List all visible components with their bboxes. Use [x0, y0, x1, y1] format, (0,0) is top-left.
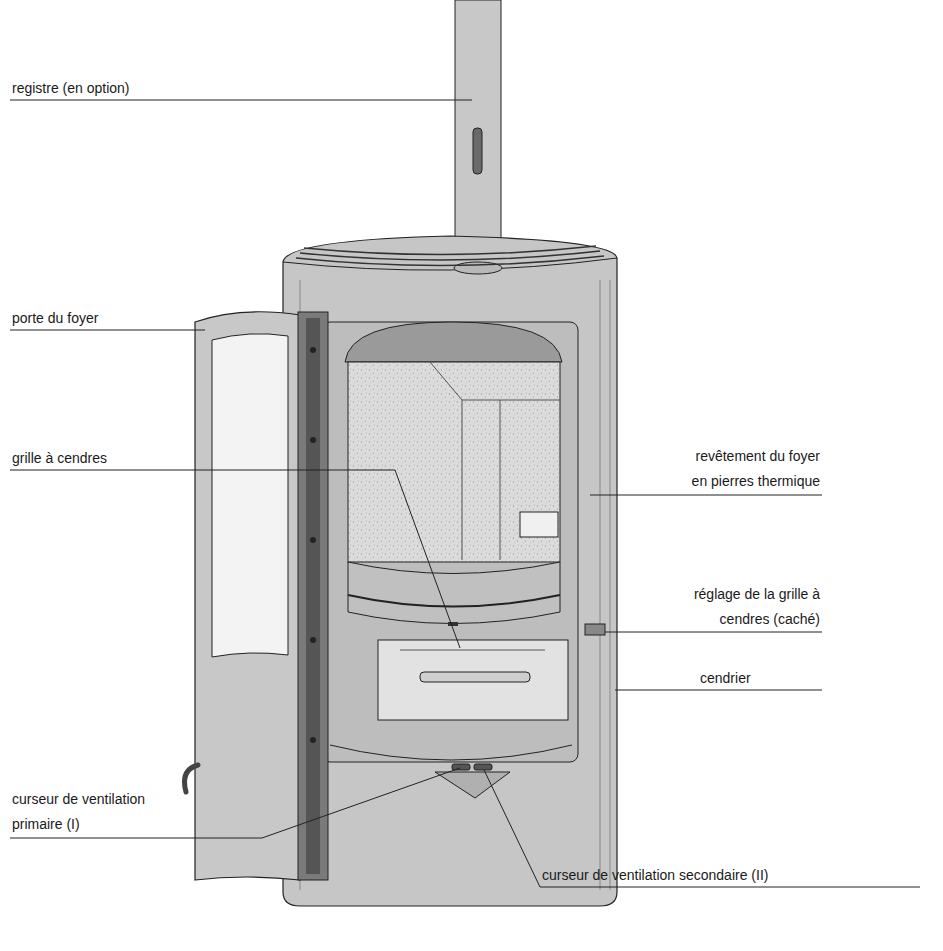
leader-line	[615, 690, 822, 691]
door-rivet	[310, 347, 316, 353]
firebox-lining	[348, 362, 560, 562]
door-rivet	[310, 637, 316, 643]
leader-lines	[10, 100, 920, 887]
lining-joint	[430, 362, 462, 400]
baffle-hood	[345, 322, 562, 362]
ash-pan	[378, 640, 568, 720]
door-seal	[306, 318, 320, 874]
ash-pan-lip	[400, 650, 545, 651]
leader-line	[10, 768, 460, 838]
fire-door	[195, 312, 300, 880]
top-ridge	[304, 246, 596, 255]
part-label: cendrier	[700, 666, 820, 691]
grate-rim	[348, 595, 560, 607]
frame-bottom	[330, 745, 572, 760]
grate-band	[348, 562, 560, 624]
part-label: curseur de ventilation secondaire (II)	[542, 863, 922, 888]
leader-line	[10, 100, 472, 101]
part-label: registre (en option)	[12, 76, 312, 101]
lining-joint	[462, 400, 560, 401]
lining-bracket	[520, 512, 558, 537]
body-edge	[600, 280, 601, 890]
damper-handle	[473, 128, 482, 174]
grate-adjuster	[585, 624, 605, 635]
leader-line	[605, 632, 822, 633]
door-frame	[298, 312, 328, 880]
part-label: porte du foyer	[12, 306, 212, 331]
door-rivet	[310, 737, 316, 743]
stove-body	[283, 236, 617, 906]
front-frame	[322, 322, 578, 762]
door-rivet	[310, 537, 316, 543]
air-deflector	[435, 772, 510, 798]
body-edge	[610, 280, 611, 890]
flue-pipe	[455, 0, 501, 272]
door-handle	[185, 765, 199, 792]
ash-pan-handle	[420, 672, 530, 682]
leader-line	[10, 330, 205, 331]
grate-mark	[448, 622, 458, 626]
leader-line	[590, 495, 822, 496]
secondary-slider	[474, 764, 492, 770]
part-label: grille à cendres	[12, 446, 312, 471]
door-glass	[212, 334, 288, 657]
leader-line	[10, 470, 460, 648]
lining-joint	[462, 400, 463, 560]
lining-joint	[500, 400, 501, 560]
part-label: réglage de la grille à cendres (caché)	[690, 582, 820, 632]
part-label: revêtement du foyer en pierres thermique	[682, 444, 820, 494]
top-ridge	[300, 251, 600, 260]
part-label: curseur de ventilation primaire (I)	[12, 787, 174, 837]
top-ridge	[296, 256, 604, 266]
primary-slider	[452, 764, 470, 770]
door-rivet	[310, 437, 316, 443]
